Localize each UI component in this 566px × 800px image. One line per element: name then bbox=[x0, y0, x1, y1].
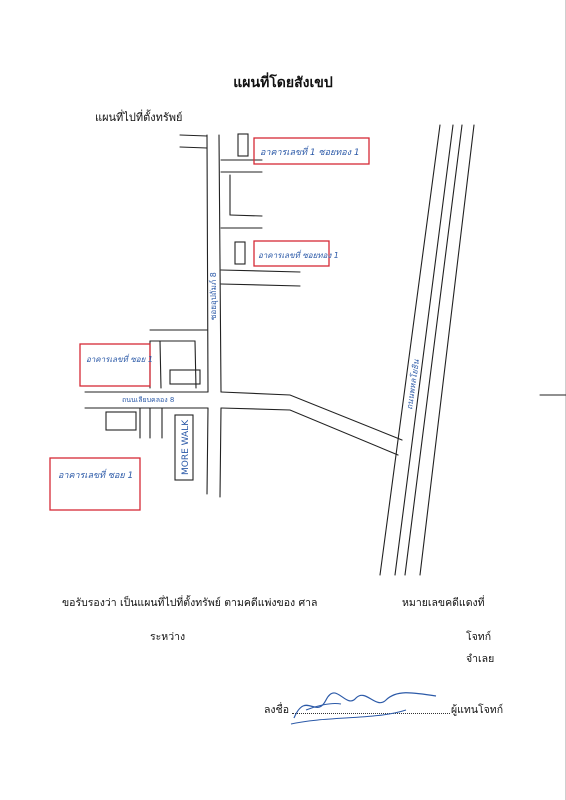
between-label: ระหว่าง bbox=[150, 631, 186, 643]
case-number-label: หมายเลขคดีแดงที่ bbox=[402, 597, 485, 609]
road-diagonal-top bbox=[220, 391, 403, 441]
road-vertical-left-lower bbox=[206, 407, 209, 495]
road-lines bbox=[84, 124, 566, 576]
road-left-c bbox=[159, 340, 162, 389]
road-vertical-right bbox=[218, 134, 222, 393]
signature-role: ผู้แทนโจทก์ bbox=[451, 704, 504, 716]
label-box-top bbox=[253, 137, 370, 165]
highway-line-2 bbox=[394, 124, 454, 576]
label-building-top: อาคารเลขที่ 1 ซอยทอง 1 bbox=[260, 145, 360, 158]
defendant-label: จำเลย bbox=[466, 653, 495, 665]
handwritten-signature bbox=[290, 692, 437, 725]
label-box-bottom bbox=[49, 457, 141, 511]
road-vertical-right-lower bbox=[219, 407, 222, 498]
road-vertical-left bbox=[206, 134, 209, 393]
building-box-mid bbox=[234, 241, 246, 265]
highway-line-3 bbox=[404, 124, 463, 576]
plaintiff-label: โจทก์ bbox=[466, 631, 492, 643]
label-soi-vertical: ซอยอุปถัมภ์ 8 bbox=[208, 272, 218, 320]
signature-line bbox=[292, 703, 450, 714]
map-subtitle: แผนที่ไปที่ตั้งทรัพย์ bbox=[95, 111, 183, 124]
label-soi-horizontal: ถนนเลียบคลอง 8 bbox=[122, 396, 174, 404]
market-box bbox=[174, 414, 194, 481]
label-box-mid bbox=[253, 240, 330, 267]
road-branch-4a bbox=[220, 269, 301, 273]
label-market: MORE WALK bbox=[181, 419, 191, 475]
page-title: แผนที่โดยสังเขป bbox=[233, 75, 333, 91]
road-left-d bbox=[194, 340, 197, 389]
label-building-left: อาคารเลขที่ ซอย 1 bbox=[86, 353, 153, 364]
label-box-left bbox=[79, 343, 151, 387]
road-top-left-1 bbox=[179, 134, 208, 137]
red-label-boxes bbox=[49, 137, 370, 511]
label-building-mid: อาคารเลขที่ ซอยทอง 1 bbox=[258, 249, 339, 260]
hand-drawn-map: อาคารเลขที่ 1 ซอยทอง 1 อาคารเลขที่ ซอยทอ… bbox=[49, 124, 566, 576]
label-building-bottom: อาคารเลขที่ ซอย 1 bbox=[58, 468, 133, 481]
signature-label: ลงชื่อ bbox=[264, 704, 289, 716]
certification-text: ขอรับรองว่า เป็นแผนที่ไปที่ตั้งทรัพย์ ตา… bbox=[62, 597, 318, 609]
building-box-left bbox=[169, 369, 201, 385]
building-shapes bbox=[105, 133, 249, 481]
road-diagonal-bottom bbox=[220, 407, 399, 456]
highway-line-1 bbox=[379, 124, 441, 576]
road-branch-4b bbox=[220, 283, 301, 287]
building-box-bottom bbox=[105, 411, 137, 431]
label-main-road: ถนนพหลโยธิน bbox=[404, 358, 421, 410]
road-top-left-2 bbox=[179, 146, 208, 149]
road-branch-2b bbox=[229, 214, 263, 217]
handwritten-labels: อาคารเลขที่ 1 ซอยทอง 1 อาคารเลขที่ ซอยทอ… bbox=[58, 145, 421, 481]
building-box-top bbox=[237, 133, 249, 157]
highway-line-4 bbox=[419, 124, 475, 576]
